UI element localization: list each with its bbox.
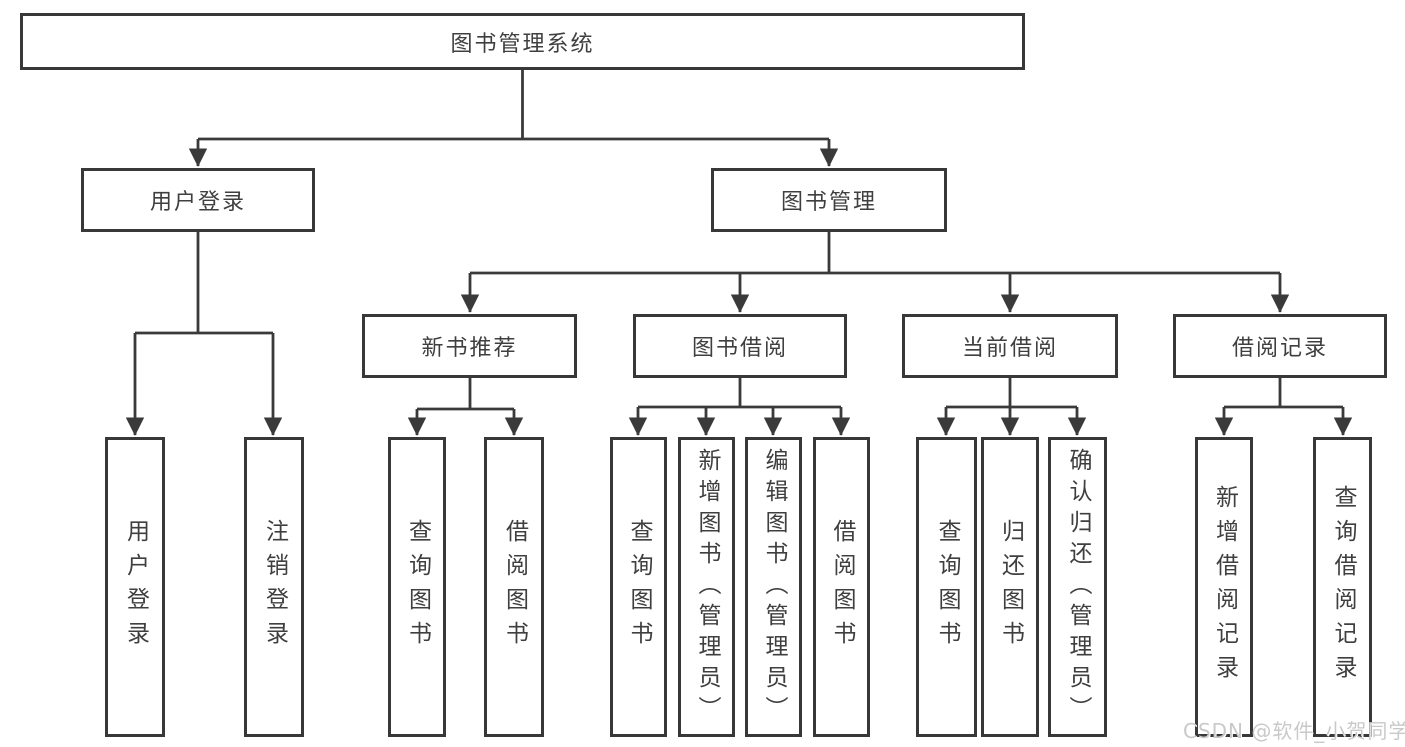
leaf-label: 注销登录	[261, 519, 288, 655]
leaf-query-books-current: 查询图书	[916, 437, 977, 737]
node-label: 当前借阅	[961, 336, 1058, 361]
leaf-borrow-books-recommend: 借阅图书	[484, 437, 544, 737]
leaf-query-borrow-record: 查询借阅记录	[1313, 437, 1372, 737]
leaf-borrow-books: 借阅图书	[813, 437, 870, 737]
leaf-edit-books-admin: 编辑图书（管理员）	[745, 437, 802, 737]
leaf-return-books: 归还图书	[981, 437, 1039, 737]
leaf-label: 新增借阅记录	[1211, 485, 1238, 689]
leaf-label: 查询借阅记录	[1330, 485, 1356, 689]
node-new-book-recommend: 新书推荐	[362, 314, 577, 378]
leaf-label: 查询图书	[404, 519, 431, 655]
node-label: 图书管理	[780, 190, 877, 215]
leaf-label: 查询图书	[934, 519, 960, 655]
node-label: 新书推荐	[421, 336, 518, 361]
leaf-label: 用户登录	[122, 519, 149, 655]
node-book-management: 图书管理	[711, 168, 947, 232]
leaf-label: 编辑图书（管理员）	[761, 447, 787, 727]
leaf-confirm-return-admin: 确认归还（管理员）	[1048, 437, 1107, 737]
leaf-add-books-admin: 新增图书（管理员）	[678, 437, 735, 737]
node-borrowing-records: 借阅记录	[1173, 314, 1387, 378]
leaf-label: 归还图书	[997, 519, 1024, 655]
leaf-user-login: 用户登录	[105, 437, 165, 737]
csdn-watermark: CSDN @软件_小贺同学	[1183, 719, 1405, 743]
leaf-label: 新增图书（管理员）	[694, 447, 720, 727]
leaf-label: 借阅图书	[829, 519, 855, 655]
leaf-add-borrow-record: 新增借阅记录	[1195, 437, 1253, 737]
leaf-query-books-recommend: 查询图书	[388, 437, 446, 737]
node-label: 借阅记录	[1231, 336, 1328, 361]
node-library-management-system: 图书管理系统	[20, 13, 1025, 70]
leaf-label: 查询图书	[626, 519, 652, 655]
leaf-label: 借阅图书	[501, 519, 528, 655]
leaf-logout: 注销登录	[244, 437, 304, 737]
node-user-login: 用户登录	[81, 168, 315, 232]
leaf-label: 确认归还（管理员）	[1065, 447, 1091, 727]
node-label: 用户登录	[149, 190, 246, 215]
node-current-borrowing: 当前借阅	[902, 314, 1118, 378]
node-label: 图书管理系统	[450, 31, 595, 57]
node-book-borrowing: 图书借阅	[633, 314, 847, 378]
node-label: 图书借阅	[691, 336, 788, 361]
leaf-query-books-borrow: 查询图书	[610, 437, 667, 737]
